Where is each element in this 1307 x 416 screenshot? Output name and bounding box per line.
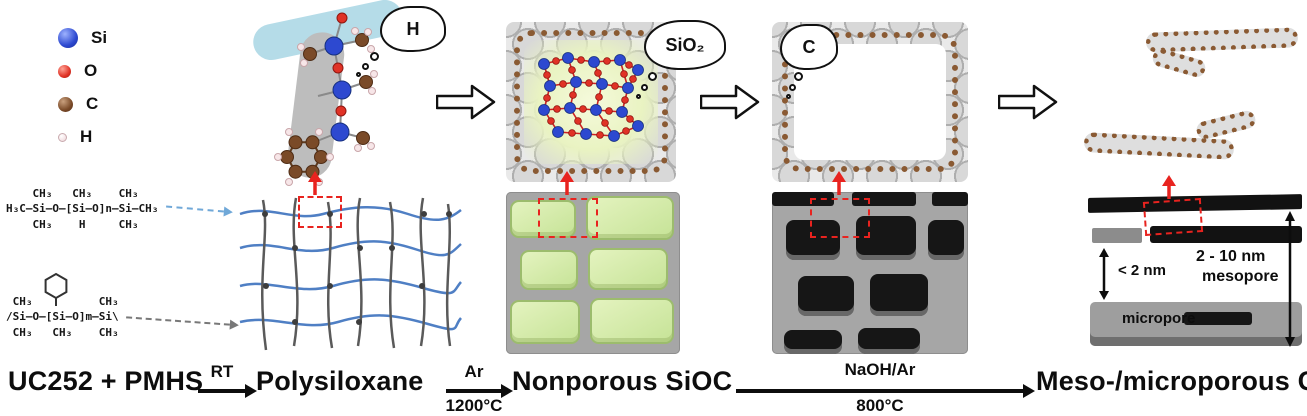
thought-cloud-c: C — [780, 24, 838, 70]
silica-domain-block — [588, 248, 668, 290]
legend-label-si: Si — [91, 28, 108, 47]
si-atom-icon — [58, 28, 78, 48]
pore-hole — [870, 274, 928, 316]
legend-row-h: H — [58, 127, 107, 147]
carbon-ribbon-top — [1145, 27, 1299, 53]
pore-hole — [928, 220, 964, 260]
c-atom-icon — [58, 96, 73, 112]
carbon-slab-mid — [1150, 226, 1302, 243]
step-label-sioc: Nonporous SiOC — [512, 366, 733, 396]
polysiloxane-molecule-graphic — [274, 12, 378, 186]
carbon-ribbon-fragment — [1150, 46, 1208, 80]
process-arrow-icon-1 — [436, 84, 496, 120]
sioc-bulk-panel — [506, 192, 680, 354]
condition-ar: Ar — [464, 362, 484, 381]
red-pointer-arrow — [560, 171, 574, 195]
thought-cloud-h: H — [380, 6, 446, 52]
pore-hole — [784, 330, 842, 354]
reaction-arrow-1 — [198, 389, 246, 393]
process-arrow-icon-2 — [700, 84, 760, 120]
reaction-arrow-2 — [446, 389, 502, 393]
condition-naoh-ar: NaOH/Ar — [844, 360, 916, 379]
condition-800c: 800°C — [856, 396, 904, 415]
cloud-h-label: H — [406, 18, 420, 39]
carbon-block-left — [1092, 228, 1142, 243]
cloud-sio2-label: SiO₂ — [665, 34, 705, 55]
legend-label-c: C — [86, 94, 99, 113]
sioc-molecular-panel — [506, 22, 676, 182]
step-label-polysiloxane: Polysiloxane — [256, 366, 424, 396]
process-arrow-icon-3 — [998, 84, 1058, 120]
pore-hole — [798, 276, 854, 316]
pmhs-structure-formula: CH₃ CH₃ CH₃ H₃C–Si–O–[Si–O]n–Si–CH₃ CH₃ … — [6, 186, 158, 232]
zoom-region-box-sioc — [538, 198, 598, 238]
o-atom-icon — [58, 64, 71, 78]
mesopore-size-arrow — [1285, 211, 1295, 347]
red-pointer-arrow — [308, 171, 322, 195]
silica-domain-block — [510, 300, 580, 344]
step-label-precursors: UC252 + PMHS — [8, 366, 204, 396]
condition-rt: RT — [210, 362, 234, 381]
uc252-formula-line1: CH₃ CH₃ — [6, 295, 119, 308]
legend-row-o: O — [58, 61, 107, 81]
cloud-trail-dot — [356, 72, 361, 77]
cloud-trail-dot — [636, 94, 641, 99]
pmhs-formula-line2: H₃C–Si–O–[Si–O]n–Si–CH₃ — [6, 202, 159, 216]
pore-slot — [932, 192, 968, 206]
zoom-region-box-carbon — [810, 198, 870, 238]
pore-hole — [856, 216, 916, 260]
cloud-trail-dot — [370, 52, 379, 61]
silica-domain-block — [586, 196, 674, 240]
cloud-c-label: C — [802, 36, 816, 57]
legend-row-c: C — [58, 94, 107, 114]
silica-domain-block — [590, 298, 674, 344]
uc252-formula-line3: CH₃ CH₃ CH₃ — [6, 325, 119, 339]
micropore-label: micropore — [1122, 310, 1196, 327]
cloud-trail-dot — [641, 84, 648, 91]
red-pointer-arrow — [832, 171, 846, 195]
red-pointer-arrow — [1162, 175, 1176, 199]
pmhs-pointer-dashed-arrow — [166, 205, 224, 213]
pmhs-formula-line3: CH₃ H CH₃ — [6, 217, 139, 231]
silica-network-graphic — [538, 52, 644, 142]
porous-carbon-bulk-panel — [772, 192, 968, 354]
legend-row-si: Si — [58, 28, 107, 48]
mesopore-label: mesopore — [1202, 268, 1279, 285]
uc252-formula-line2: /Si–O–[Si–O]m–Si\ — [6, 310, 119, 324]
pore-slot — [772, 192, 834, 206]
carbon-ribbon-fragment — [1194, 109, 1258, 141]
atom-legend: Si O C H — [58, 28, 107, 160]
zoom-region-box-polysiloxane — [298, 196, 342, 228]
legend-label-o: O — [84, 61, 98, 80]
step-label-porous-carbon: Meso-/microporous C — [1036, 366, 1307, 396]
micropore-size-arrow — [1099, 248, 1109, 300]
uc252-pointer-dashed-arrow — [126, 316, 230, 326]
reaction-arrow-3 — [736, 389, 1024, 393]
thought-cloud-sio2: SiO₂ — [644, 20, 726, 70]
carbon-cage-frame — [514, 30, 668, 174]
pmhs-formula-line1: CH₃ CH₃ CH₃ — [6, 187, 139, 200]
h-atom-icon — [58, 132, 67, 142]
phenyl-ring-icon — [44, 272, 68, 306]
uc252-structure-formula: CH₃ CH₃ /Si–O–[Si–O]m–Si\ CH₃ CH₃ CH₃ — [6, 294, 119, 340]
cloud-trail-dot — [786, 94, 791, 99]
pore-hole — [858, 328, 920, 354]
carbon-cage-frame — [782, 32, 958, 172]
polymer-network-graphic — [239, 197, 462, 351]
pore-hole — [786, 220, 840, 260]
micropore-notch — [1184, 312, 1252, 325]
micropore-size-label: < 2 nm — [1118, 262, 1166, 279]
silica-domain-block — [520, 250, 578, 290]
cloud-trail-dot — [362, 63, 369, 70]
mesopore-range-label: 2 - 10 nm — [1196, 248, 1266, 265]
zoom-region-box-ribbons — [1142, 198, 1204, 236]
condition-1200c: 1200°C — [445, 396, 503, 415]
cloud-trail-dot — [789, 84, 796, 91]
legend-label-h: H — [80, 127, 93, 146]
cloud-trail-dot — [648, 72, 657, 81]
cloud-trail-dot — [794, 72, 803, 81]
